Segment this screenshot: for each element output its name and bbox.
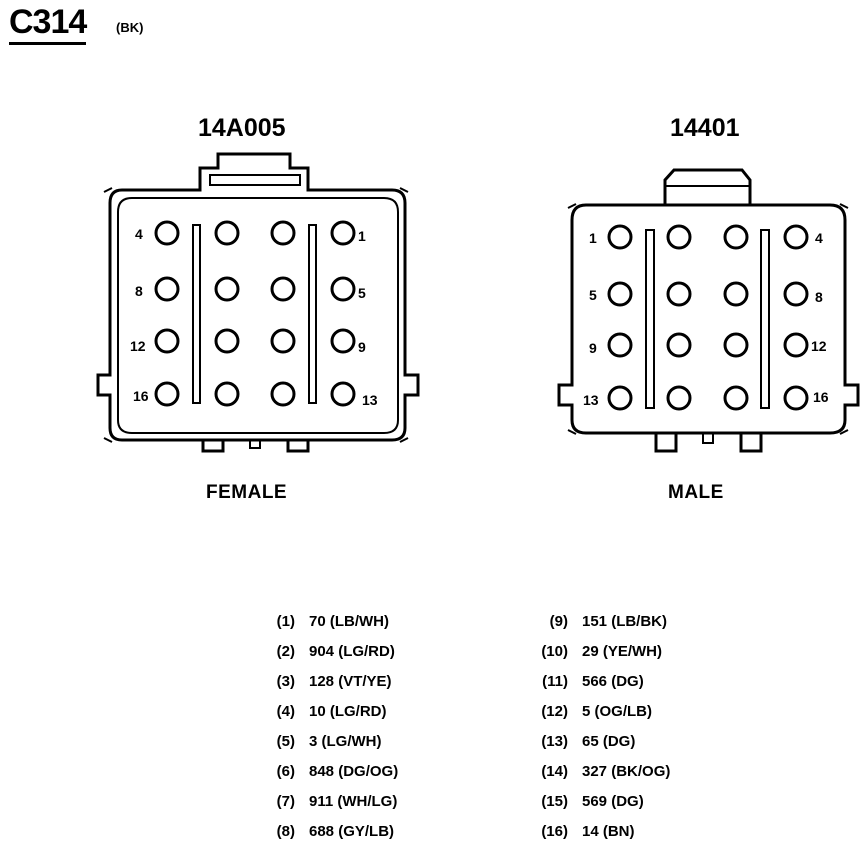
pinout-row: (8) 688 (GY/LB)	[277, 823, 395, 843]
circuit-code: 10 (LG/RD)	[309, 703, 387, 720]
circuit-code: 151 (LB/BK)	[582, 613, 668, 630]
pinout-row: (10) 29 (YE/WH)	[541, 643, 663, 663]
pin-number: (2)	[276, 643, 295, 660]
pin-number: (3)	[276, 673, 295, 690]
pinout-row: (14) 327 (BK/OG)	[541, 763, 671, 783]
male-pin-label-4: 4	[815, 230, 823, 246]
female-pins	[154, 220, 356, 407]
male-pin-label-9: 9	[589, 340, 597, 356]
pinout-row: (1) 70 (LB/WH)	[277, 613, 389, 633]
female-pin-label-9: 9	[358, 339, 366, 355]
pin-number: (16)	[541, 823, 568, 840]
pinout-row: (5) 3 (LG/WH)	[277, 733, 382, 753]
female-pin-label-13: 13	[362, 392, 378, 408]
circuit-code: 911 (WH/LG)	[309, 793, 398, 810]
pinout-row: (9) 151 (LB/BK)	[550, 613, 668, 633]
male-part-number: 14401	[670, 114, 740, 142]
pin-number: (1)	[276, 613, 295, 630]
female-pin-label-1: 1	[358, 228, 366, 244]
circuit-code: 65 (DG)	[582, 733, 636, 750]
circuit-code: 70 (LB/WH)	[309, 613, 389, 630]
male-label: MALE	[668, 482, 724, 503]
pinout-row: (3) 128 (VT/YE)	[277, 673, 392, 693]
connector-id: C314	[9, 4, 87, 45]
pinout-row: (6) 848 (DG/OG)	[277, 763, 399, 783]
circuit-code: 688 (GY/LB)	[309, 823, 395, 840]
pin-number: (4)	[276, 703, 295, 720]
pin-number: (12)	[541, 703, 568, 720]
pinout-row: (11) 566 (DG)	[542, 673, 644, 693]
circuit-code: 14 (BN)	[582, 823, 635, 840]
connector-color: (BK)	[116, 20, 144, 35]
pin-number: (13)	[541, 733, 568, 750]
pinout-row: (13) 65 (DG)	[541, 733, 636, 753]
circuit-code: 566 (DG)	[582, 673, 644, 690]
connector-diagram: 4 1 8 5 12 9 16 13 1 4 5 8 9 12 13 16	[96, 152, 860, 453]
female-pin-label-4: 4	[135, 226, 143, 242]
female-label: FEMALE	[206, 482, 288, 503]
pin-number: (15)	[541, 793, 568, 810]
pinout-row: (2) 904 (LG/RD)	[277, 643, 395, 663]
pin-number: (7)	[276, 793, 295, 810]
pinout-row: (12) 5 (OG/LB)	[541, 703, 652, 723]
circuit-code: 904 (LG/RD)	[309, 643, 395, 660]
circuit-code: 327 (BK/OG)	[582, 763, 671, 780]
male-pin-label-12: 12	[811, 338, 827, 354]
female-housing	[96, 152, 420, 442]
female-pin-label-5: 5	[358, 285, 366, 301]
circuit-code: 29 (YE/WH)	[582, 643, 663, 660]
male-pin-label-8: 8	[815, 289, 823, 305]
male-pin-label-5: 5	[589, 287, 597, 303]
pin-number: (8)	[276, 823, 295, 840]
circuit-code: 128 (VT/YE)	[309, 673, 392, 690]
female-pin-label-12: 12	[130, 338, 146, 354]
pinout-row: (7) 911 (WH/LG)	[277, 793, 398, 813]
male-pins	[607, 224, 809, 411]
female-pin-label-16: 16	[133, 388, 149, 404]
circuit-code: 5 (OG/LB)	[582, 703, 652, 720]
pin-number: (5)	[276, 733, 295, 750]
pinout-row: (4) 10 (LG/RD)	[277, 703, 387, 723]
female-part-number: 14A005	[198, 114, 286, 142]
pin-number: (6)	[276, 763, 295, 780]
male-pin-label-1: 1	[589, 230, 597, 246]
pin-number: (14)	[541, 763, 568, 780]
female-pin-label-8: 8	[135, 283, 143, 299]
pin-number: (10)	[541, 643, 568, 660]
pinout-row: (15) 569 (DG)	[541, 793, 644, 813]
male-pin-label-16: 16	[813, 389, 829, 405]
circuit-code: 569 (DG)	[582, 793, 644, 810]
pin-number: (9)	[549, 613, 568, 630]
circuit-code: 3 (LG/WH)	[309, 733, 382, 750]
male-housing	[557, 203, 860, 435]
pin-number: (11)	[542, 673, 568, 690]
male-pin-label-13: 13	[583, 392, 599, 408]
pinout-row: (16) 14 (BN)	[541, 823, 635, 843]
circuit-code: 848 (DG/OG)	[309, 763, 399, 780]
